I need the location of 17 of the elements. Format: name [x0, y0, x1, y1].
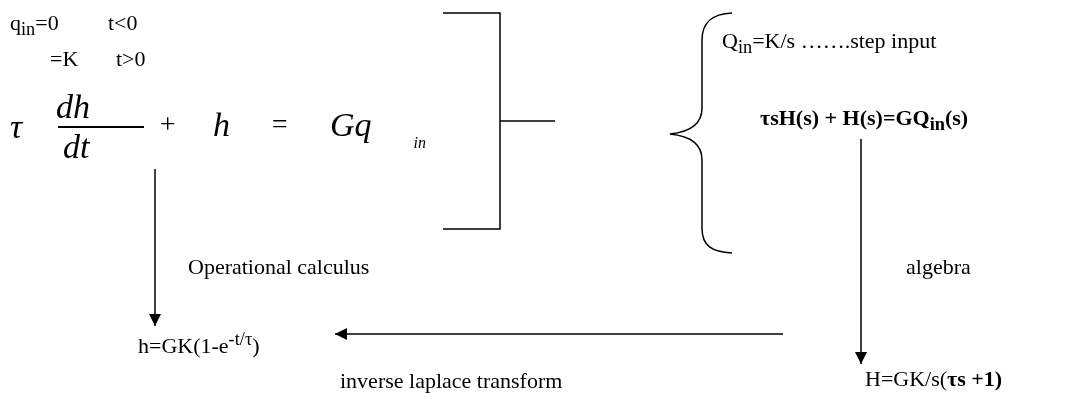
equation-term: dh: [56, 90, 90, 124]
condition-text: =K: [50, 46, 79, 72]
equation-term: τ: [10, 110, 23, 144]
equation-term: h: [213, 108, 230, 142]
equation-term: +: [158, 110, 177, 138]
equation: h=GK(1-e$^{-t/τ}$): [138, 330, 260, 358]
arrow: [855, 138, 867, 365]
equation: H=GK/s(τs +1): [865, 368, 1003, 390]
condition-text: q$_{in}$=0: [10, 10, 59, 41]
equation-term: dt: [63, 130, 90, 164]
condition-text: Q$_{in}$=K/s …….step input: [722, 28, 937, 59]
equation-term: =: [270, 110, 289, 138]
condition-text: t<0: [108, 10, 138, 36]
arrow: [334, 328, 784, 340]
arrow: [149, 168, 161, 327]
condition-text: t>0: [116, 46, 146, 72]
equation: τsH(s) + H(s)=GQ$_{in}$(s): [760, 107, 969, 134]
